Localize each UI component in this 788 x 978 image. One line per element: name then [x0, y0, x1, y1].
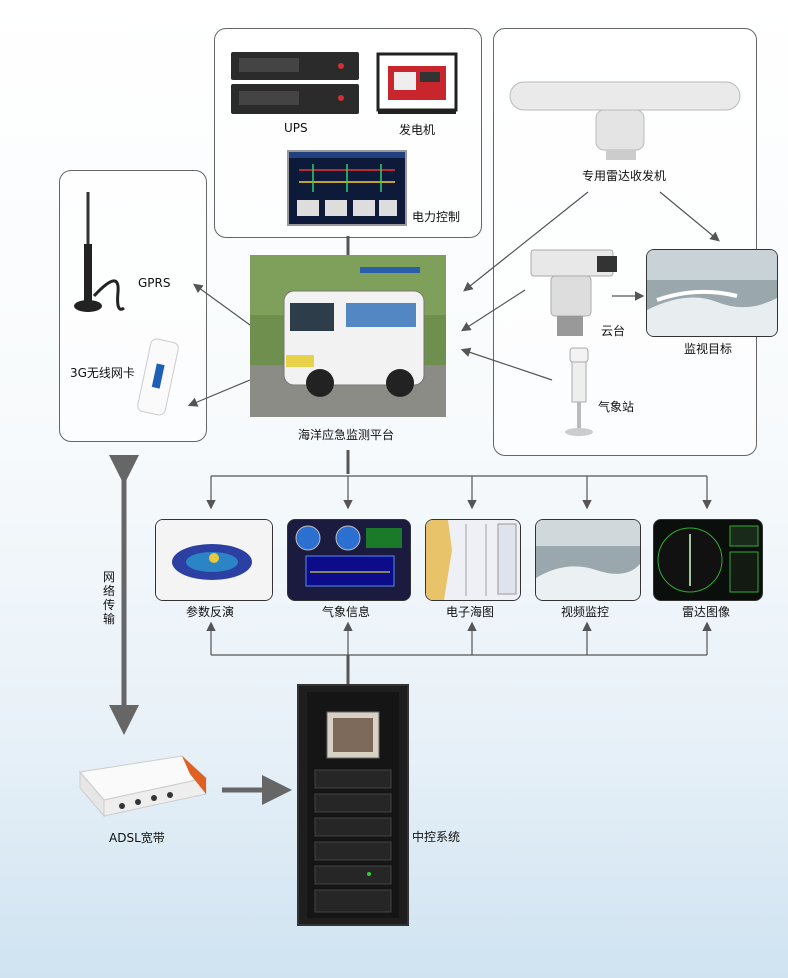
weather-station-label: 气象站 — [598, 400, 635, 414]
gprs-label: GPRS — [138, 276, 171, 290]
radar-transceiver-label: 专用雷达收发机 — [582, 169, 667, 183]
output-label-3: 视频监控 — [561, 605, 610, 619]
adsl-modem-image — [74, 748, 210, 822]
output-label-2: 电子海图 — [446, 605, 495, 619]
output-monitor-radar — [653, 519, 763, 601]
adsl-label: ADSL宽带 — [109, 831, 165, 845]
emergency-van-image — [250, 255, 446, 417]
output-monitor-video — [535, 519, 641, 601]
output-monitor-parameter-inversion — [155, 519, 273, 601]
wireless-card-label: 3G无线网卡 — [70, 366, 135, 380]
monitor-target-label: 监视目标 — [684, 342, 733, 356]
gprs-antenna-image — [72, 188, 134, 320]
monitor-target-image — [646, 249, 778, 337]
output-label-4: 雷达图像 — [682, 605, 731, 619]
generator-image — [374, 46, 460, 120]
weather-station-image — [560, 344, 598, 438]
control-cabinet-image — [297, 684, 409, 926]
output-monitor-weather — [287, 519, 411, 601]
output-label-0: 参数反演 — [186, 605, 235, 619]
ups-image — [231, 48, 359, 118]
generator-label: 发电机 — [399, 123, 436, 137]
ptz-camera-image — [527, 242, 623, 338]
network-label: 网络传输 — [102, 570, 115, 626]
output-label-1: 气象信息 — [322, 605, 371, 619]
ups-label: UPS — [284, 121, 308, 135]
power-control-image — [287, 150, 407, 226]
control-system-label: 中控系统 — [412, 830, 461, 844]
3g-card-image — [134, 334, 184, 420]
ptz-label: 云台 — [601, 324, 626, 338]
radar-transceiver-image — [508, 76, 742, 162]
power-control-label: 电力控制 — [412, 210, 461, 224]
output-monitor-chart — [425, 519, 521, 601]
platform-label: 海洋应急监测平台 — [298, 428, 395, 442]
